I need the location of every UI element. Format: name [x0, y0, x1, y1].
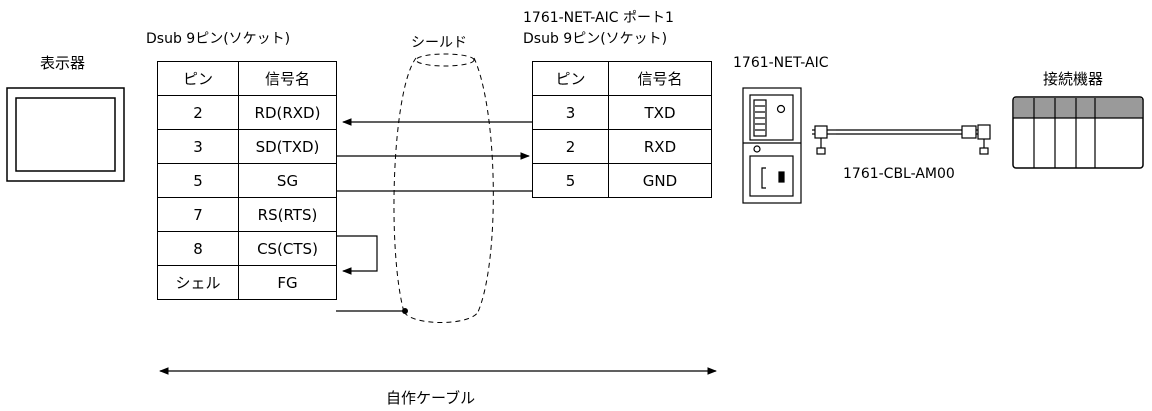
shield-label: シールド: [411, 35, 467, 51]
right-device-label: 接続機器: [1043, 70, 1104, 88]
signal-cell: RXD: [608, 129, 712, 164]
pin-cell: 5: [532, 163, 609, 198]
table-row: シェル FG: [157, 265, 337, 300]
left-connector-label: Dsub 9ピン(ソケット): [146, 31, 291, 47]
table-row: 2 RXD: [532, 129, 712, 164]
module-label: 1761-NET-AIC: [733, 55, 829, 71]
table-row: 7 RS(RTS): [157, 197, 337, 232]
net-aic-module: [742, 87, 802, 204]
pin-cell: 3: [532, 95, 609, 130]
table-header-row: ピン 信号名: [532, 61, 712, 96]
pin-cell: シェル: [157, 265, 239, 300]
signal-cell: GND: [608, 163, 712, 198]
right-connector-label: Dsub 9ピン(ソケット): [523, 31, 668, 47]
wire-rts-cts-loop: [336, 235, 378, 275]
table-row: 3 TXD: [532, 95, 712, 130]
left-pin-table: ピン 信号名 2 RD(RXD) 3 SD(TXD) 5 SG 7 RS(RTS…: [157, 61, 337, 300]
signal-cell: TXD: [608, 95, 712, 130]
table-row: 5 SG: [157, 163, 337, 198]
table-row: 8 CS(CTS): [157, 231, 337, 266]
right-connector-title: 1761-NET-AIC ポート1: [523, 10, 674, 26]
table-row: 3 SD(TXD): [157, 129, 337, 164]
signal-cell: SD(TXD): [238, 129, 337, 164]
signal-cell: CS(CTS): [238, 231, 337, 266]
pin-cell: 3: [157, 129, 239, 164]
pin-header: ピン: [532, 61, 609, 96]
pin-cell: 2: [157, 95, 239, 130]
display-device: [6, 87, 125, 182]
cbl-am00-cable: [812, 124, 991, 155]
signal-header: 信号名: [608, 61, 712, 96]
shield-outline: [393, 53, 494, 323]
table-row: 2 RD(RXD): [157, 95, 337, 130]
cable-model-label: 1761-CBL-AM00: [843, 166, 955, 182]
pin-header: ピン: [157, 61, 239, 96]
connected-device: [1012, 96, 1144, 169]
left-device-label: 表示器: [40, 54, 86, 72]
right-pin-table: ピン 信号名 3 TXD 2 RXD 5 GND: [532, 61, 712, 198]
signal-cell: RS(RTS): [238, 197, 337, 232]
table-row: 5 GND: [532, 163, 712, 198]
signal-cell: FG: [238, 265, 337, 300]
cable-label: 自作ケーブル: [386, 389, 476, 407]
